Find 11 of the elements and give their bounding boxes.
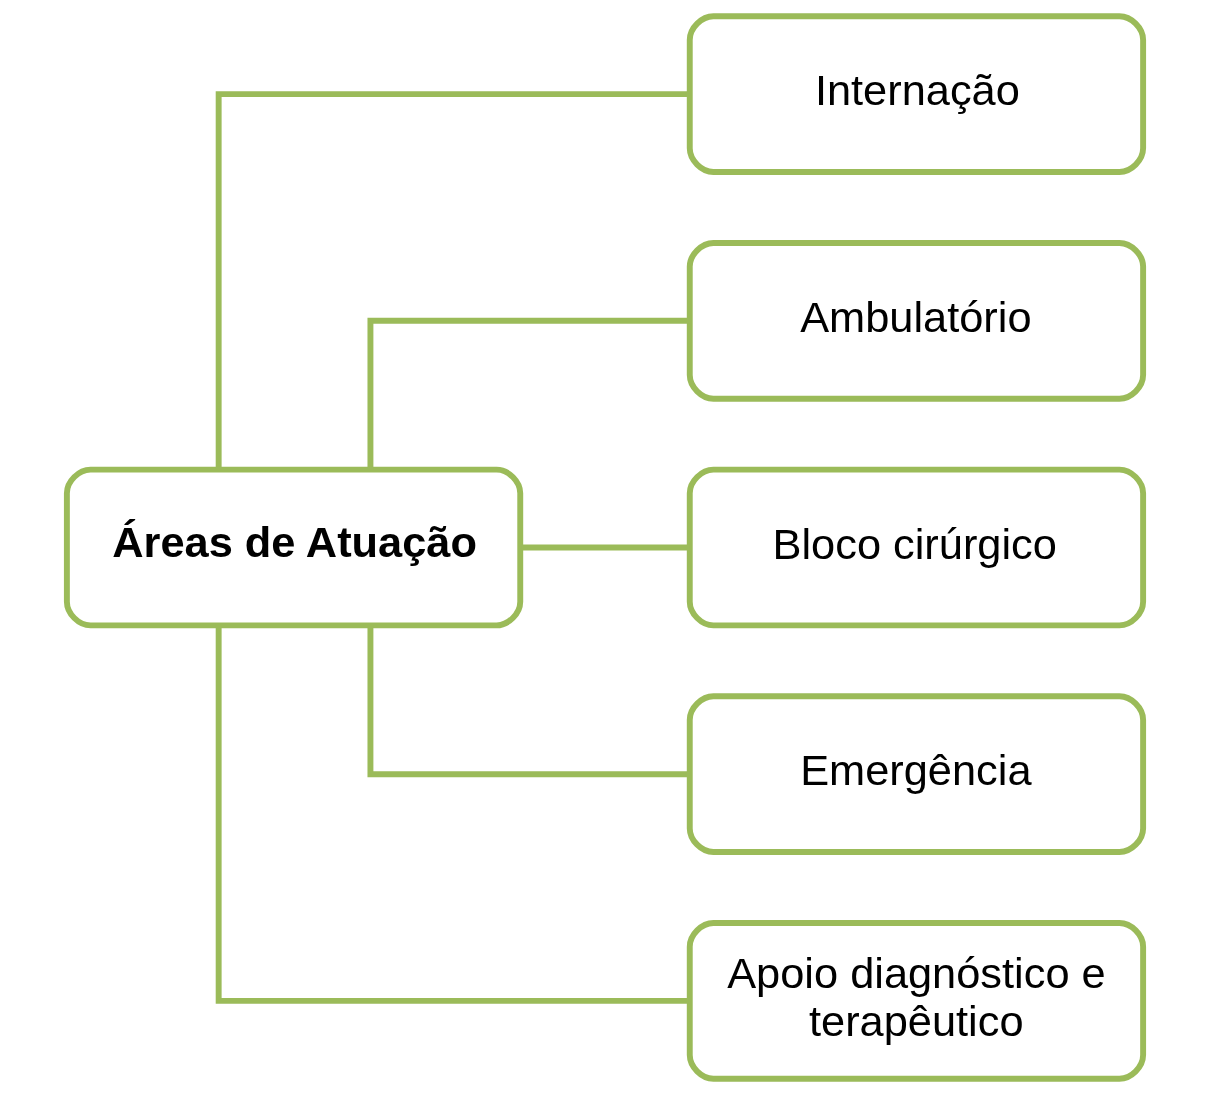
node-box: Emergência [686,693,1146,855]
node-box: Apoio diagnóstico e terapêutico [686,920,1146,1082]
node-box: Bloco cirúrgico [686,466,1146,629]
node-box: Áreas de Atuação [63,466,523,629]
connector [367,625,690,778]
connector [215,91,689,470]
connector [520,544,690,551]
node-box: Internação [686,13,1146,175]
node-box: Ambulatório [686,240,1146,402]
connector [215,625,689,1004]
connector [367,317,690,470]
